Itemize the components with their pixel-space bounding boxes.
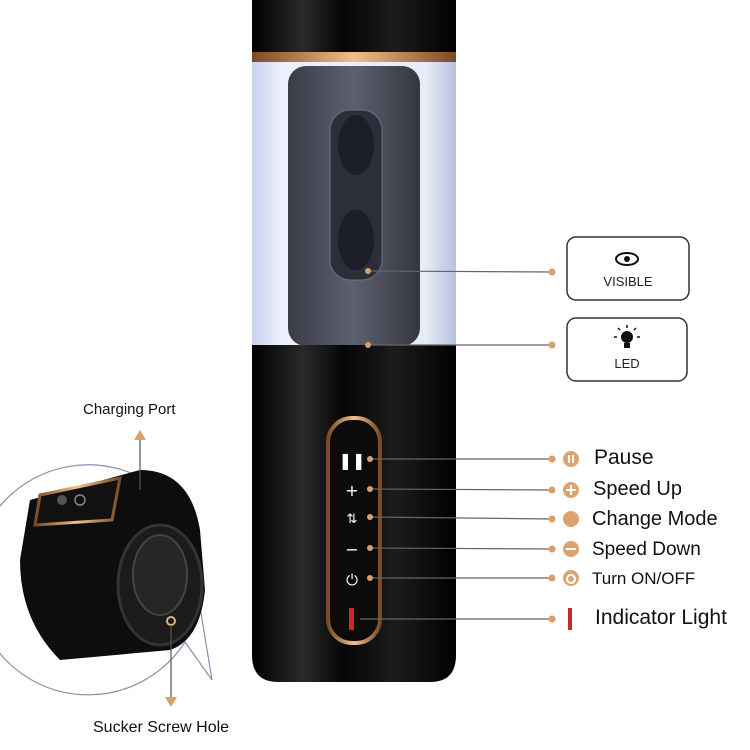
pause-icon [563, 451, 579, 467]
led-box [566, 317, 688, 382]
speed-up-label: Speed Up [593, 478, 682, 500]
speed-down-label: Speed Down [592, 539, 701, 560]
panel-plus-icon: + [345, 481, 358, 500]
device-top-cap [252, 0, 456, 60]
arrow-down-icon [165, 697, 177, 707]
panel-mode-icon: ⇅ [347, 512, 358, 527]
panel-power-icon: ⏻ [346, 571, 358, 589]
panel-pause-icon: ❚❚ [339, 451, 366, 470]
indicator-light [349, 608, 354, 630]
charging-port-label: Charging Port [83, 401, 176, 418]
turn-on-off-label: Turn ON/OFF [592, 569, 696, 588]
mode-icon [563, 511, 579, 527]
panel-button-glyphs: ❚❚ + ⇅ − ⏻ [339, 451, 366, 589]
indicator-light-label: Indicator Light [595, 606, 727, 629]
change-mode-label: Change Mode [592, 508, 718, 530]
control-panel [326, 416, 382, 645]
led-label: LED [614, 356, 640, 371]
arrow-up-icon [134, 430, 146, 440]
callout-lines [360, 268, 556, 623]
panel-minus-icon: − [345, 540, 358, 559]
indicator-swatch [568, 608, 572, 630]
sleeve-texture [338, 115, 374, 175]
bulb-icon [614, 325, 640, 348]
inset-pointer-lines [139, 437, 172, 700]
gold-ring [252, 52, 456, 62]
visible-box [566, 236, 690, 301]
legend-icon-glyphs [566, 455, 576, 584]
sleeve-texture [338, 210, 374, 270]
pause-label: Pause [594, 446, 654, 469]
eye-icon [615, 252, 639, 266]
inset-device [20, 470, 205, 660]
sucker-screw-hole-label: Sucker Screw Hole [93, 719, 230, 736]
visible-label: VISIBLE [603, 274, 653, 289]
